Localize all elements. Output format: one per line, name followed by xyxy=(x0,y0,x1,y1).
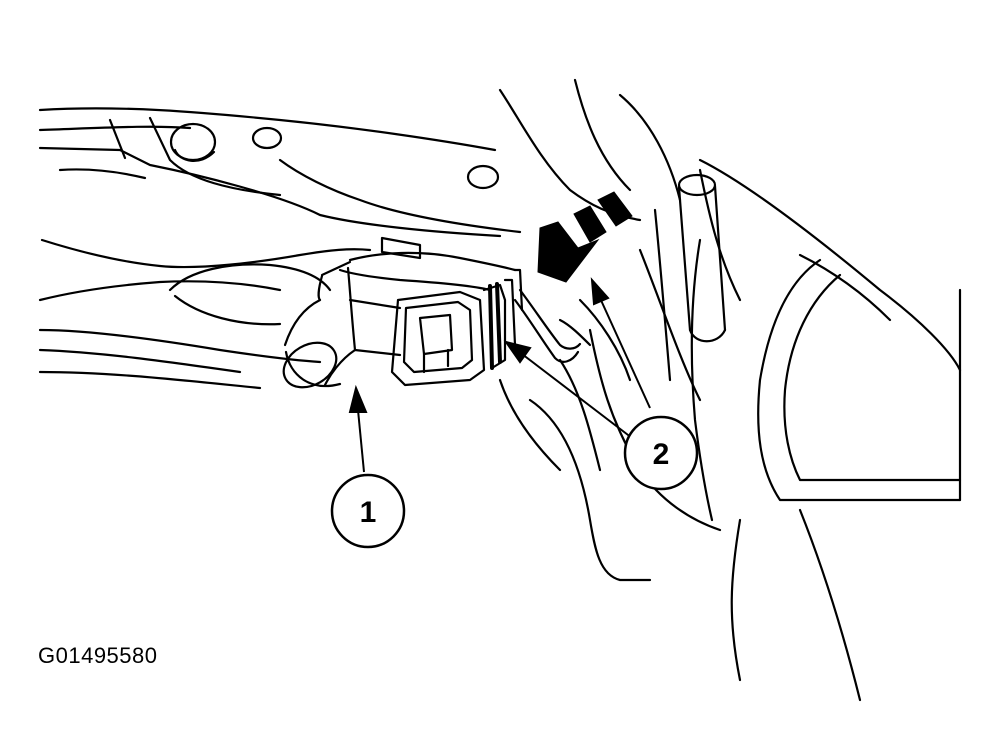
arrowhead-2b xyxy=(590,277,610,306)
leader-line-2a xyxy=(521,353,633,439)
figure-code: G01495580 xyxy=(38,643,158,668)
callout-1-label: 1 xyxy=(360,496,377,529)
frame-and-post xyxy=(498,78,962,702)
leader-line-1 xyxy=(357,409,365,473)
lower-bracket xyxy=(38,238,372,390)
callout-2: 2 xyxy=(623,415,699,491)
connector-body xyxy=(282,236,592,389)
leader-arrows xyxy=(348,277,651,473)
arrowhead-1 xyxy=(348,384,368,413)
direction-arrow xyxy=(537,191,633,283)
arrowhead-2a xyxy=(503,340,532,364)
leader-line-2b xyxy=(599,297,651,409)
callout-1: 1 xyxy=(330,473,406,549)
chassis-panel xyxy=(38,107,522,238)
callout-2-label: 2 xyxy=(653,438,670,471)
